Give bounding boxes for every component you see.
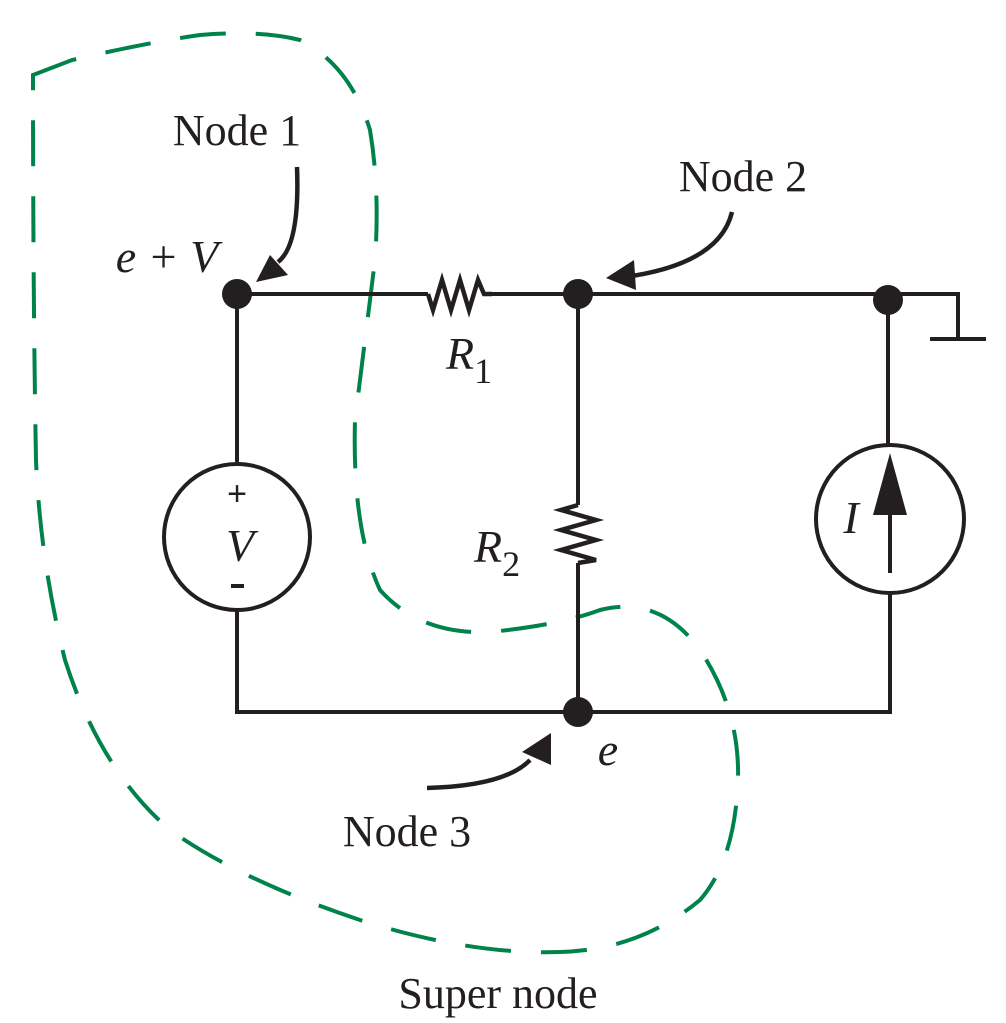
voltage-source-minus-icon: [231, 584, 244, 588]
supernode-boundary: [30, 31, 741, 955]
r2-symbol: R: [473, 521, 502, 572]
resistor-r2: [552, 502, 605, 566]
node3-label: Node 3: [343, 807, 471, 856]
junction-ground-node: [873, 285, 903, 315]
r1-subscript: 1: [474, 351, 492, 391]
junction-node1: [222, 279, 252, 309]
voltage-source: + V: [162, 462, 312, 612]
node1-voltage-label: e + V: [116, 231, 223, 282]
r1-symbol: R: [445, 328, 474, 379]
r1-label: R1: [445, 328, 492, 391]
wire-vsrc-node3: [235, 610, 578, 714]
wires: [235, 292, 960, 714]
r2-label: R2: [473, 521, 520, 584]
node1-label: Node 1: [173, 106, 301, 155]
junction-node3: [563, 697, 593, 727]
node2-label: Node 2: [679, 152, 807, 201]
current-source: I: [814, 443, 966, 595]
voltage-source-circle: [162, 462, 312, 612]
node3-arrow-icon: [522, 733, 551, 765]
voltage-source-label: V: [226, 520, 259, 571]
resistor-r1: [425, 272, 492, 318]
node2-arrow-line: [631, 211, 735, 279]
r2-subscript: 2: [502, 544, 520, 584]
node3-arrow-line: [426, 758, 532, 791]
node2-arrow-icon: [606, 260, 636, 290]
current-source-label: I: [842, 492, 861, 543]
wire-node3-isrc: [578, 594, 892, 714]
voltage-source-plus: +: [227, 475, 247, 513]
wire-to-ground: [888, 292, 960, 339]
junction-node2: [563, 279, 593, 309]
node1-arrow-line: [276, 166, 300, 264]
supernode-label: Super node: [398, 969, 597, 1018]
node1-arrow-icon: [256, 255, 288, 282]
arrow-up-icon: [873, 453, 907, 515]
node3-voltage-label: e: [598, 724, 618, 775]
